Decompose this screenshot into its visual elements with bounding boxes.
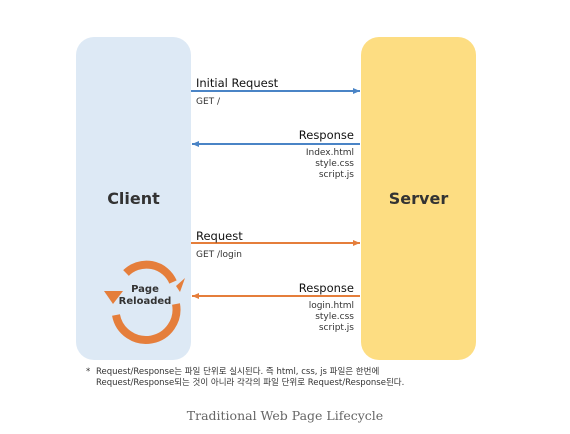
refresh-cycle-icon	[104, 260, 185, 344]
footnote-marker: *	[86, 367, 91, 377]
reload-line-2: Reloaded	[118, 296, 172, 307]
initial-request-title: Initial Request	[196, 76, 279, 90]
response2-files: login.html style.css script.js	[309, 301, 354, 334]
footnote-line-1: Request/Response는 파일 단위로 실시된다. 즉 html, c…	[96, 367, 380, 377]
client-label: Client	[107, 189, 160, 208]
response1-file-3: script.js	[318, 170, 354, 180]
server-label: Server	[388, 189, 449, 208]
initial-request-detail: GET /	[196, 97, 221, 107]
response2-file-3: script.js	[318, 323, 354, 333]
response1-files: Index.html style.css script.js	[306, 148, 354, 181]
reload-line-1: Page	[131, 284, 159, 295]
footnote: * Request/Response는 파일 단위로 실시된다. 즉 html,…	[86, 367, 404, 389]
request2-title: Request	[196, 229, 243, 243]
response2-file-1: login.html	[308, 301, 354, 311]
response1-file-1: Index.html	[305, 148, 354, 158]
footnote-line-2: Request/Response되는 것이 아니라 각각의 파일 단위로 Req…	[96, 378, 405, 388]
figure-caption: Traditional Web Page Lifecycle	[186, 408, 384, 423]
request2-detail: GET /login	[196, 250, 242, 260]
client-box: Client	[76, 37, 191, 360]
response1-file-2: style.css	[315, 159, 354, 169]
page-reloaded-label: Page Reloaded	[114, 284, 176, 308]
response2-file-2: style.css	[315, 312, 354, 322]
response2-title: Response	[298, 281, 354, 295]
server-box: Server	[361, 37, 476, 360]
response1-title: Response	[298, 128, 354, 142]
